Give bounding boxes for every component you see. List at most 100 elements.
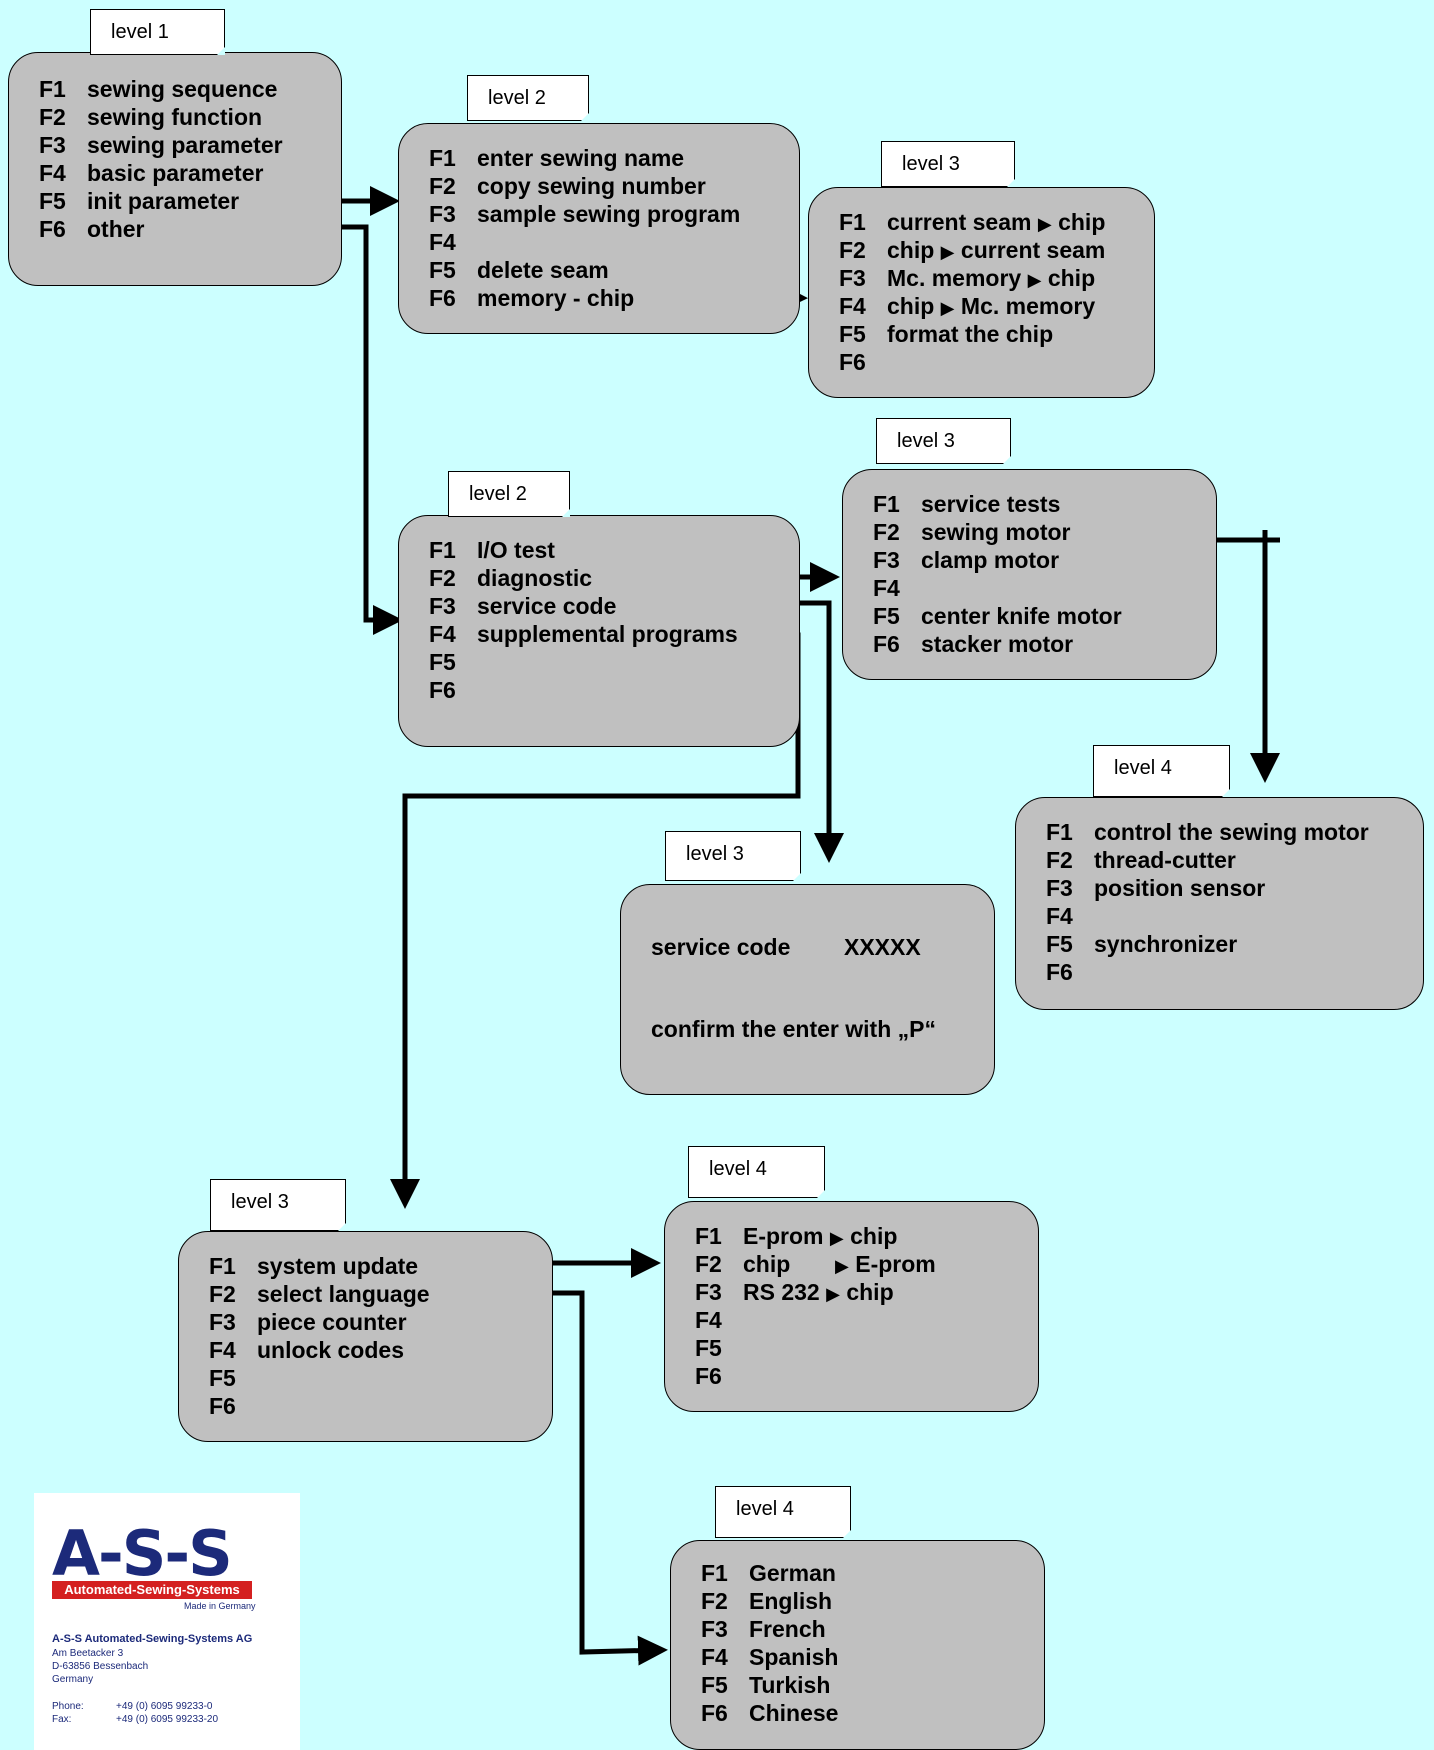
menu-item[interactable]: F5 synchronizer — [1046, 930, 1237, 958]
menu-item[interactable]: F5 delete seam — [429, 256, 609, 284]
menu-item[interactable]: F6 — [429, 676, 477, 704]
fkey: F4 — [209, 1337, 236, 1363]
service-code-value[interactable]: XXXXX — [844, 934, 921, 960]
menu-label: chip — [887, 237, 935, 263]
menu-label: stacker motor — [921, 631, 1074, 657]
menu-label: other — [87, 216, 145, 242]
menu-item[interactable]: F5 — [429, 648, 477, 676]
confirm-instruction: confirm the enter with „P“ — [651, 1016, 936, 1042]
menu-item[interactable]: F5 — [695, 1334, 743, 1362]
menu-label: sewing parameter — [87, 132, 283, 158]
menu-item[interactable]: F6 — [839, 348, 887, 376]
menu-item[interactable]: F5 — [209, 1364, 257, 1392]
phone-label: Phone: — [52, 1701, 84, 1712]
fkey: F1 — [429, 145, 456, 171]
fkey: F4 — [695, 1307, 722, 1333]
service-code-label: service code — [651, 934, 791, 960]
fkey: F2 — [1046, 847, 1073, 873]
fkey: F3 — [1046, 875, 1073, 901]
triangle-right-icon: ▶ — [1037, 214, 1052, 234]
menu-item[interactable]: F4 — [695, 1306, 743, 1334]
address-street: Am Beetacker 3 — [52, 1648, 124, 1659]
menu-item[interactable]: F2 English — [701, 1587, 832, 1615]
menu-item[interactable]: F3 position sensor — [1046, 874, 1265, 902]
menu-label: basic parameter — [87, 160, 264, 186]
fkey: F5 — [1046, 931, 1073, 957]
fkey: F4 — [39, 160, 66, 186]
menu-label: init parameter — [87, 188, 240, 214]
menu-label: synchronizer — [1094, 931, 1238, 957]
menu-label: service tests — [921, 491, 1061, 517]
fkey: F2 — [701, 1588, 728, 1614]
menu-item[interactable]: F4 — [873, 574, 921, 602]
menu-label: delete seam — [477, 257, 609, 283]
level2-init-tab: level 2 — [467, 75, 589, 121]
menu-label: position sensor — [1094, 875, 1266, 901]
fkey: F6 — [839, 349, 866, 375]
fkey: F5 — [695, 1335, 722, 1361]
level4-update-tab: level 4 — [688, 1146, 825, 1198]
fkey: F2 — [429, 173, 456, 199]
fkey: F6 — [695, 1363, 722, 1389]
menu-item[interactable]: F6 — [1046, 958, 1094, 986]
fkey: F1 — [695, 1223, 722, 1249]
fkey: F5 — [429, 257, 456, 283]
level3-service-tab: level 3 — [665, 831, 801, 881]
menu-label: English — [749, 1588, 833, 1614]
menu-label: supplemental programs — [477, 621, 738, 647]
fkey: F6 — [429, 285, 456, 311]
triangle-right-icon: ▶ — [1027, 270, 1042, 290]
menu-item[interactable]: F4 — [1046, 902, 1094, 930]
menu-label: sewing motor — [921, 519, 1071, 545]
fkey: F6 — [701, 1700, 728, 1726]
triangle-right-icon: ▶ — [829, 1228, 844, 1248]
logo-bar: Automated-Sewing-Systems — [52, 1581, 252, 1599]
menu-label: select language — [257, 1281, 430, 1307]
menu-item[interactable]: F4 — [429, 228, 477, 256]
menu-item[interactable]: F6 — [695, 1362, 743, 1390]
menu-item[interactable]: F6 — [209, 1392, 257, 1420]
level3-service-panel: service code XXXXX confirm the enter wit… — [620, 884, 995, 1095]
menu-item[interactable]: F4 basic parameter — [39, 159, 263, 187]
